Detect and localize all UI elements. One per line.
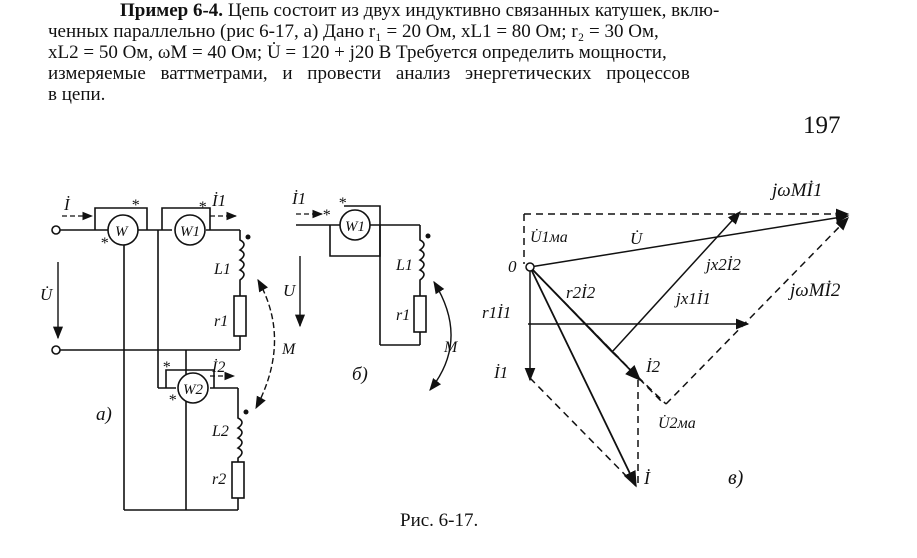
label-L1-b: L1 xyxy=(395,257,413,274)
label-I1-a: İ1 xyxy=(211,191,226,210)
problem-line-1: Пример 6-4. Цепь состоит из двух индукти… xyxy=(120,0,863,21)
label-I2-c: İ2 xyxy=(645,357,661,376)
label-I1-c: İ1 xyxy=(493,363,508,382)
label-U-b: U xyxy=(283,281,297,300)
star-w1: * xyxy=(198,199,206,216)
problem-line-4: измеряемые ваттметрами, и провести анали… xyxy=(48,63,690,84)
wattmeter-w xyxy=(107,214,139,246)
label-r1I1: r1İ1 xyxy=(482,303,511,322)
label-U-a: U̇ xyxy=(40,285,54,304)
star-w-a: * xyxy=(100,235,108,252)
label-jx2I2: jx2İ2 xyxy=(704,255,741,274)
label-jx1I1: jx1İ1 xyxy=(674,289,711,308)
label-jwMI2: jωMİ2 xyxy=(787,280,841,301)
circuit-b xyxy=(296,205,427,346)
label-circuit-a: а) xyxy=(96,404,112,425)
star-b-a: * xyxy=(322,207,330,224)
star-b-b: * xyxy=(338,195,346,212)
label-L2-a: L2 xyxy=(211,423,229,440)
star-w2-a: * xyxy=(168,392,176,409)
wattmeter-w1 xyxy=(174,214,206,246)
wattmeter-w1-label: W1 xyxy=(180,224,200,240)
wattmeter-w-label: W xyxy=(115,224,129,240)
label-M-a: M xyxy=(281,341,297,358)
label-r2-a: r2 xyxy=(212,471,226,488)
label-r2I2: r2İ2 xyxy=(566,283,596,302)
circuit-a xyxy=(51,207,247,511)
terminal-top-a xyxy=(51,225,61,235)
problem-line-2: ченных параллельно (рис 6-17, а) Дано r₁… xyxy=(48,21,659,42)
star-w-b: * xyxy=(131,197,139,214)
label-I2-a: İ2 xyxy=(211,358,225,376)
wattmeter-w1-b xyxy=(339,209,371,241)
figure-caption: Рис. 6-17. xyxy=(400,510,479,531)
phasor-diagram xyxy=(523,208,850,488)
label-U1ma: U̇1ма xyxy=(530,229,568,246)
wattmeter-w1-b-label: W1 xyxy=(345,219,365,235)
label-jwMI1: jωMİ1 xyxy=(769,180,822,201)
problem-line-5: в цепи. xyxy=(48,84,106,105)
label-r1-b: r1 xyxy=(396,307,410,324)
problem-text: Пример 6-4. Цепь состоит из двух индукти… xyxy=(48,0,863,105)
label-L1-a: L1 xyxy=(213,261,231,278)
label-diagram-c: в) xyxy=(728,467,744,489)
coil-dot-b xyxy=(425,233,431,239)
label-I-c: İ xyxy=(643,468,651,488)
phasor-origin xyxy=(525,262,535,272)
label-circuit-b: б) xyxy=(352,364,368,385)
problem-line-3: xL2 = 50 Ом, ωM = 40 Ом; U̇ = 120 + j20 … xyxy=(48,42,667,63)
wattmeter-w2-label: W2 xyxy=(183,382,203,398)
problem-line-1-rest: Цепь состоит из двух индуктивно связанны… xyxy=(223,0,720,21)
label-U-c: U̇ xyxy=(630,229,644,248)
star-w2-b: * xyxy=(162,359,170,376)
label-I-a: İ xyxy=(63,195,71,214)
label-U2ma: U̇2ма xyxy=(658,415,696,432)
label-M-b: M xyxy=(443,339,459,356)
label-r1-a: r1 xyxy=(214,313,228,330)
terminal-bottom-a xyxy=(51,345,61,355)
problem-lead: Пример 6-4. xyxy=(120,0,224,21)
coil-dot-1 xyxy=(245,234,251,240)
label-I1-b: İ1 xyxy=(291,189,306,208)
page-number: 197 xyxy=(803,112,841,139)
label-origin: 0 xyxy=(508,257,517,276)
coil-dot-2 xyxy=(243,409,249,415)
wattmeter-w2 xyxy=(177,372,209,404)
